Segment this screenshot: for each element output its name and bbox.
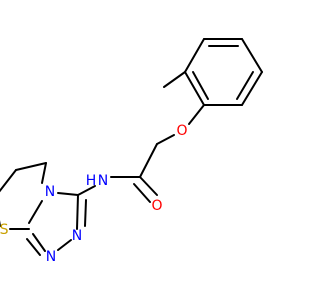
bond-triazole-n-c-double-b	[26, 238, 41, 256]
atom-labels: O O N H N N N S	[0, 123, 188, 265]
bond-aryl-oxygen	[188, 104, 205, 125]
atom-sulfur: S	[0, 222, 9, 238]
atom-oxygen-ether: O	[176, 123, 187, 139]
bond-amide-n-triazole	[77, 185, 96, 196]
bond-ch2-ch2-s	[0, 169, 17, 193]
bond-benzene-6	[184, 38, 205, 73]
atom-hydrogen-amide: H	[86, 173, 97, 189]
atom-nitrogen-triazole-b: N	[46, 249, 56, 265]
atom-nitrogen-fused: N	[45, 184, 55, 200]
bond-triazole-c-n-double-b	[84, 199, 87, 227]
bond-nfused-ch2	[41, 162, 47, 184]
bond-triazole-c-n-double-a	[76, 194, 79, 230]
atom-oxygen-carbonyl: O	[151, 198, 162, 214]
atom-nitrogen-triazole-a: N	[72, 228, 82, 244]
bond-benzene-5-inner	[192, 71, 209, 100]
bond-benzene-3-inner	[236, 71, 254, 100]
bond-benzene-3	[241, 71, 263, 106]
atom-nitrogen-amide: N	[98, 173, 108, 189]
bond-triazole-n-n	[57, 239, 72, 251]
bond-ch2-ch2	[15, 162, 47, 171]
bond-benzene-5	[184, 71, 205, 106]
bond-triazole-nfused-c	[57, 192, 79, 196]
bond-carbonyl-double-a	[139, 176, 158, 196]
bond-ch2-carbonyl	[139, 143, 158, 178]
bond-methyl	[163, 71, 186, 88]
bond-benzene-2	[241, 38, 263, 73]
bond-carbonyl-double-b	[133, 183, 151, 203]
bonds	[0, 38, 263, 256]
bond-triazole-n-c-double-a	[32, 233, 46, 252]
bond-oxygen-ch2	[156, 134, 175, 145]
bond-triazole-c-nfused	[28, 200, 43, 224]
molecule-diagram: O O N H N N N S	[0, 38, 263, 265]
